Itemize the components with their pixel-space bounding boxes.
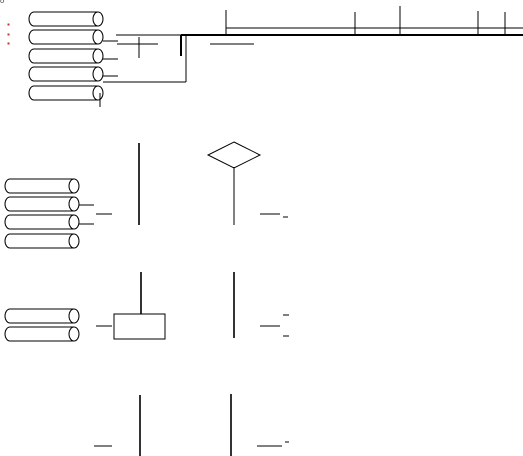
corner-label: o	[0, 0, 5, 5]
red-markers	[7, 23, 10, 45]
cylinder	[4, 308, 80, 324]
cylinder	[4, 214, 80, 230]
cylinder	[28, 29, 104, 45]
fourth-group-connectors	[94, 394, 289, 456]
red-marker	[7, 42, 10, 45]
cylinder	[4, 196, 80, 212]
cylinder	[4, 233, 80, 249]
cylinder	[28, 85, 104, 101]
top-group-cylinders	[28, 11, 104, 101]
cylinder	[28, 11, 104, 27]
decision-diamond	[206, 141, 262, 169]
cylinder	[28, 48, 104, 64]
cylinder	[4, 178, 80, 194]
top-bus	[116, 6, 523, 56]
process-box	[113, 313, 166, 340]
cylinder	[4, 326, 80, 342]
top-group-connectors	[99, 36, 254, 107]
second-group-connectors	[79, 143, 288, 225]
third-group-cylinders	[4, 308, 80, 342]
second-group-cylinders	[4, 178, 80, 249]
red-marker	[7, 23, 10, 26]
cylinder	[28, 66, 104, 82]
red-marker	[7, 33, 10, 36]
third-group-connectors	[96, 272, 289, 338]
